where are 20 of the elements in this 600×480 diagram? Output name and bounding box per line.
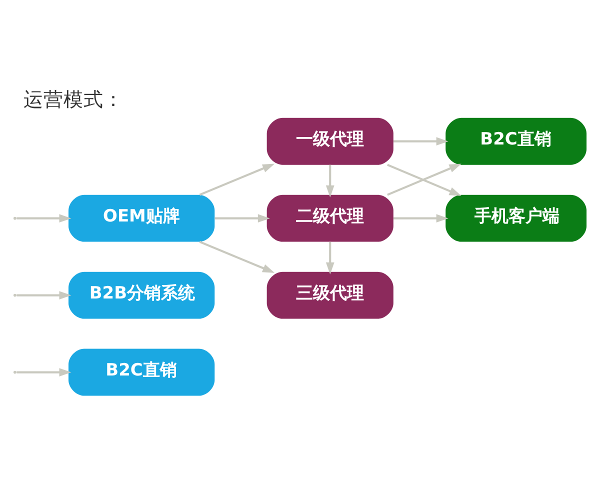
arrow — [394, 136, 448, 146]
arrow — [16, 214, 72, 222]
node-box: 二级代理 — [266, 194, 394, 242]
node-box: B2C直销 — [446, 117, 587, 164]
node-box: B2C直销 — [68, 348, 215, 396]
diagram-title: 运营模式： — [24, 88, 124, 111]
arrow — [326, 164, 334, 197]
arrow — [16, 290, 72, 300]
arrow — [16, 368, 72, 376]
arrow — [326, 241, 334, 274]
node-box: 三级代理 — [266, 271, 394, 318]
arrow — [387, 163, 462, 196]
arrow — [394, 214, 448, 222]
node-box: 一级代理 — [266, 117, 394, 164]
node-box: B2B分销系统 — [68, 271, 215, 318]
node-box: 手机客户端 — [446, 194, 587, 242]
node-box: OEM贴牌 — [68, 194, 215, 242]
arrow — [199, 163, 275, 196]
arrow — [199, 240, 275, 272]
arrow — [214, 214, 270, 222]
